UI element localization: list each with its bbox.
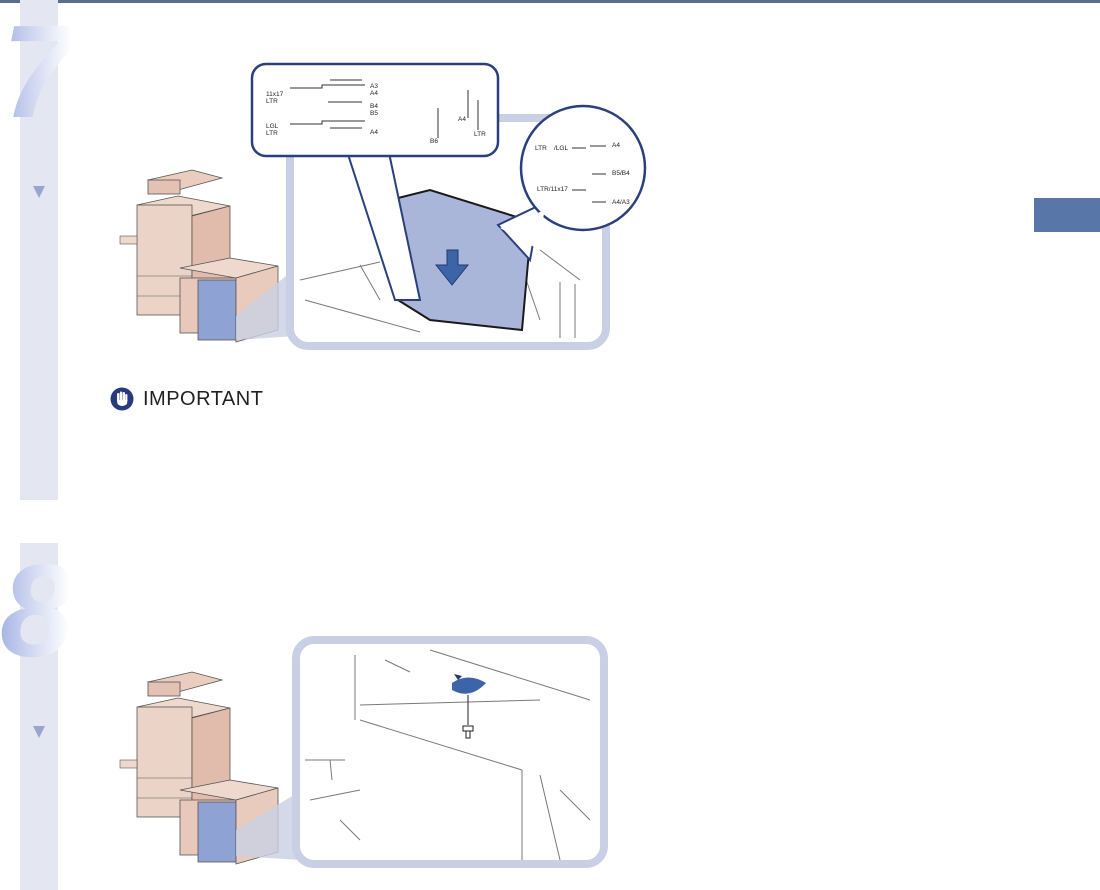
important-note: IMPORTANT — [110, 386, 263, 412]
svg-text:LTR: LTR — [266, 98, 278, 105]
step-7-bar — [20, 0, 58, 500]
svg-text:LTR: LTR — [535, 145, 547, 152]
svg-text:A4: A4 — [612, 142, 620, 149]
svg-text:LTR: LTR — [266, 130, 278, 137]
svg-text:A4: A4 — [370, 90, 378, 97]
svg-text:B5: B5 — [370, 110, 378, 117]
step-7-number: 7 — [2, 0, 75, 145]
size-labels-top: 11x17 LTR A3 A4 B4 B5 LGL LTR A4 B6 A4 L… — [266, 83, 486, 145]
tray-interior — [305, 649, 591, 861]
svg-text:A4: A4 — [370, 129, 378, 136]
svg-text:A4: A4 — [458, 116, 466, 123]
step-8-bar — [20, 543, 58, 890]
rotate-arrow-icon — [452, 677, 486, 694]
svg-text:11x17: 11x17 — [266, 91, 284, 98]
svg-text:B6: B6 — [430, 138, 438, 145]
hand-stop-icon — [110, 387, 134, 411]
important-label: IMPORTANT — [143, 387, 264, 410]
top-rule — [0, 0, 1100, 3]
step-8-arrow-icon — [33, 726, 45, 738]
copier-machine-icon — [119, 169, 279, 343]
screw-icon — [462, 725, 474, 739]
svg-text:B4: B4 — [370, 103, 378, 110]
svg-text:LTR/11x17: LTR/11x17 — [537, 186, 568, 193]
svg-text:LGL: LGL — [266, 123, 279, 130]
push-down-arrow-icon — [434, 249, 470, 286]
svg-text:/LGL: /LGL — [554, 145, 568, 152]
svg-text:B5/B4: B5/B4 — [612, 170, 630, 177]
svg-text:A3: A3 — [370, 83, 378, 90]
step-8-number: 8 — [0, 537, 73, 684]
svg-text:LTR: LTR — [474, 131, 486, 138]
chapter-tab — [1034, 198, 1100, 232]
svg-text:A4/A3: A4/A3 — [612, 199, 630, 206]
step-7-arrow-icon — [33, 186, 45, 198]
size-labels-right: LTR /LGL A4 B5/B4 LTR/11x17 A4/A3 — [535, 142, 630, 206]
size-guide-marks — [290, 79, 479, 138]
